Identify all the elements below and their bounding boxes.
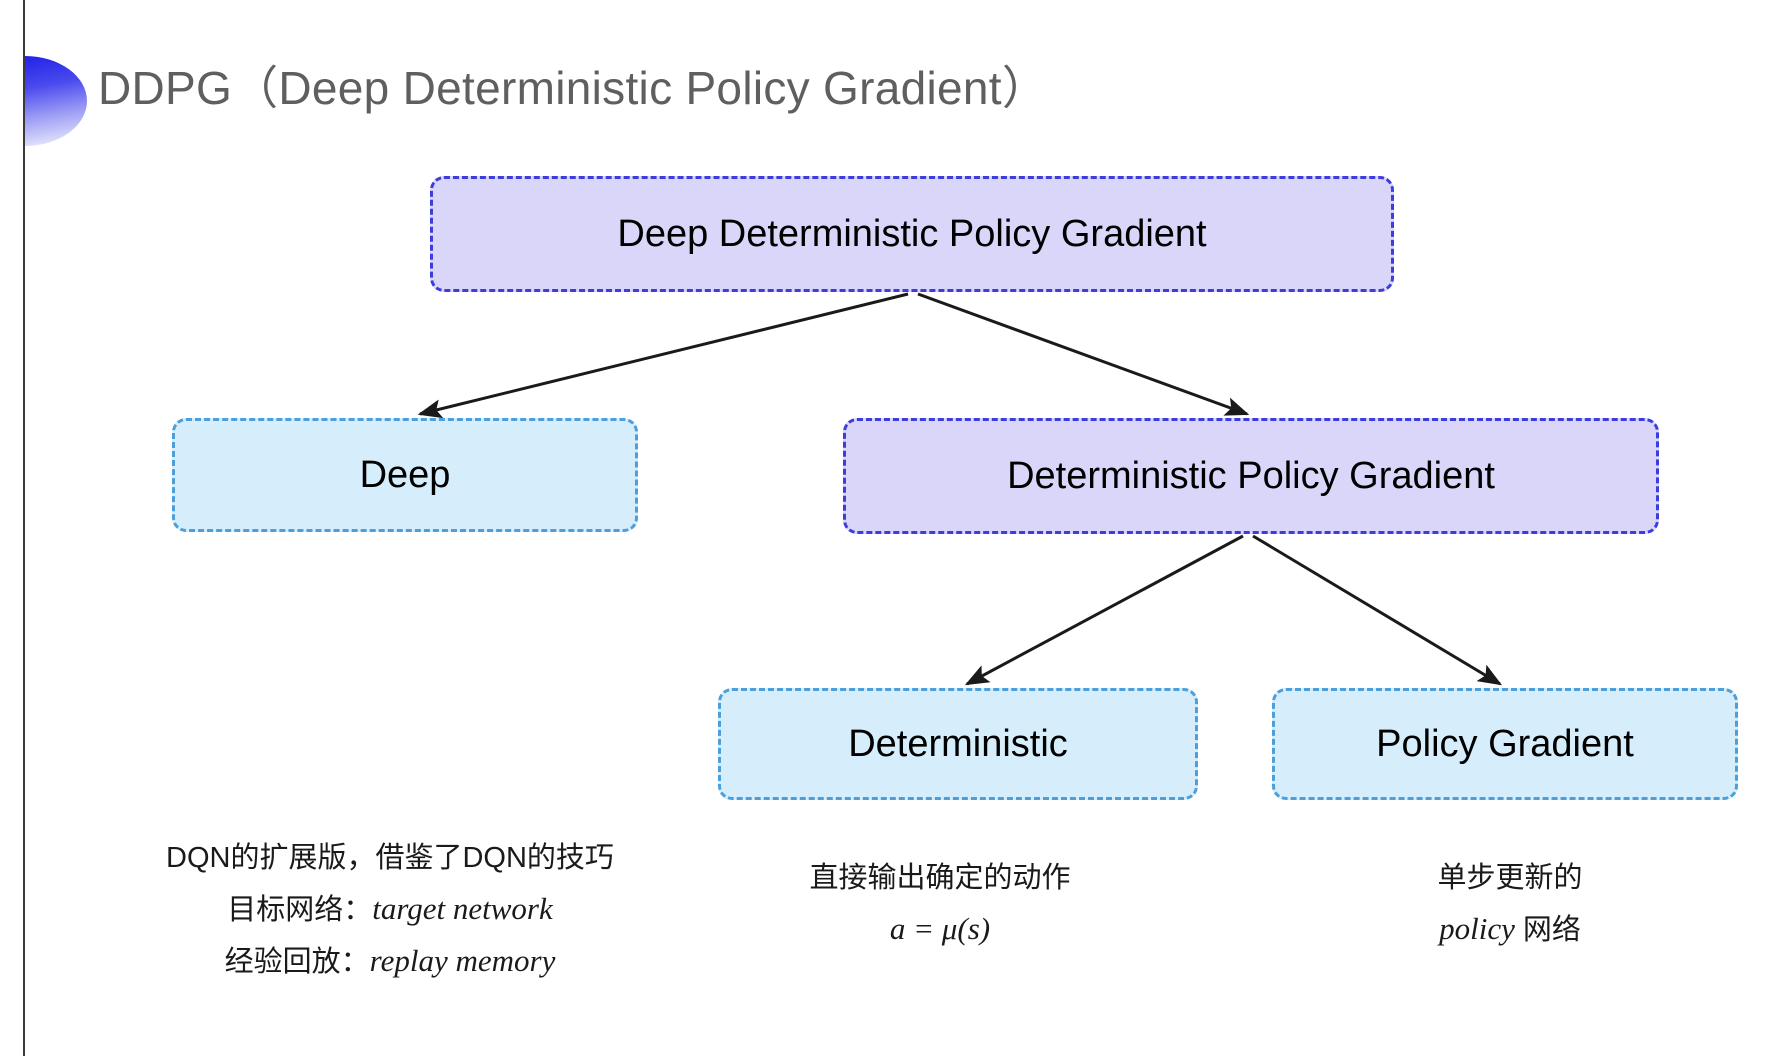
note-deep: DQN的扩展版，借鉴了DQN的技巧 目标网络：target network 经验…: [110, 835, 670, 987]
slide-left-border: [23, 0, 25, 1056]
note-deep-line-3: 经验回放：replay memory: [110, 935, 670, 987]
page-title: DDPG（Deep Deterministic Policy Gradient）: [98, 62, 1049, 114]
note-deep-line-1: DQN的扩展版，借鉴了DQN的技巧: [166, 842, 614, 874]
title-bullet-icon: [25, 56, 87, 146]
note-deterministic-line-1: 直接输出确定的动作: [809, 862, 1071, 894]
note-policy-gradient: 单步更新的 policy 网络: [1340, 855, 1680, 955]
node-deterministic[interactable]: Deterministic: [718, 688, 1198, 800]
node-label: Deterministic Policy Gradient: [1007, 454, 1495, 497]
node-label: Policy Gradient: [1376, 722, 1634, 765]
node-label: Deep: [359, 453, 451, 496]
note-deterministic: 直接输出确定的动作 a = μ(s): [760, 855, 1120, 954]
node-label: Deterministic: [848, 722, 1068, 765]
node-label: Deep Deterministic Policy Gradient: [617, 212, 1207, 255]
note-deterministic-formula: a = μ(s): [889, 910, 991, 946]
note-deep-line-3-label: 经验回放：: [224, 945, 370, 978]
note-deep-line-2-label: 目标网络：: [227, 893, 373, 926]
node-deep-deterministic-policy-gradient[interactable]: Deep Deterministic Policy Gradient: [430, 176, 1394, 292]
note-deep-line-2-term: target network: [372, 890, 553, 926]
note-policy-gradient-suffix: 网络: [1514, 913, 1581, 946]
node-deep[interactable]: Deep: [172, 418, 638, 532]
note-policy-gradient-term: policy: [1439, 910, 1515, 946]
edge-dpg-to-pg: [1252, 534, 1503, 686]
note-deep-line-3-term: replay memory: [369, 942, 556, 978]
node-policy-gradient[interactable]: Policy Gradient: [1272, 688, 1738, 800]
edge-dpg-to-det: [964, 534, 1244, 686]
edge-ddpg-to-deep: [417, 292, 909, 419]
note-policy-gradient-line-1: 单步更新的: [1437, 862, 1583, 894]
edge-ddpg-to-dpg: [917, 292, 1250, 416]
note-policy-gradient-line-2: policy 网络: [1340, 903, 1680, 955]
node-deterministic-policy-gradient[interactable]: Deterministic Policy Gradient: [843, 418, 1659, 534]
note-deep-line-2: 目标网络：target network: [110, 883, 670, 935]
